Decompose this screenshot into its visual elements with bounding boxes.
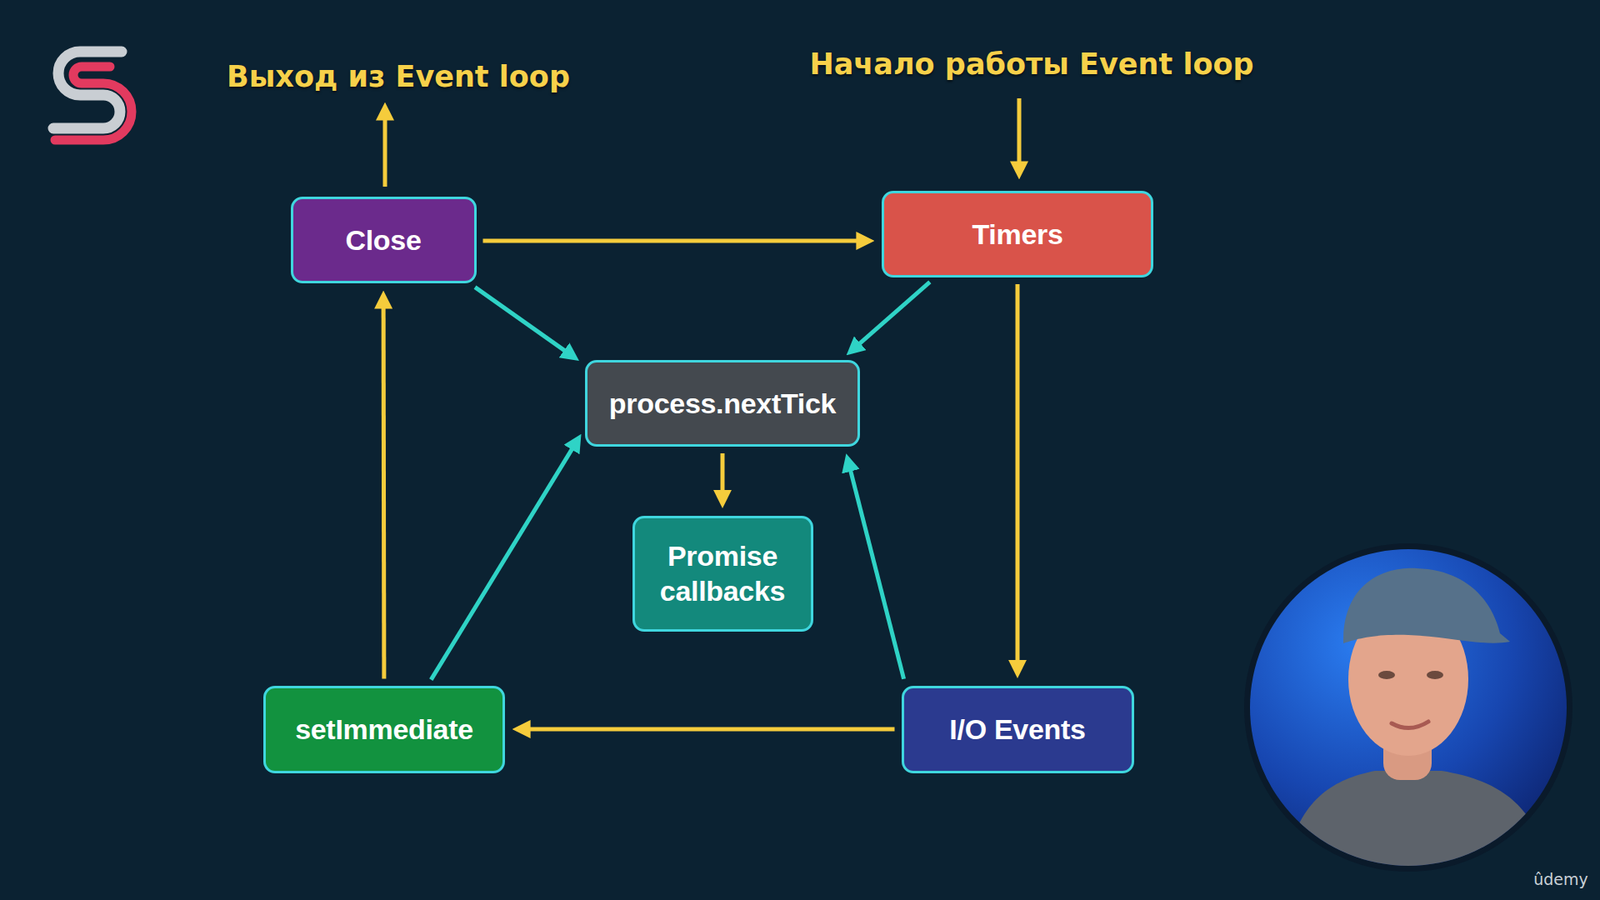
set-immediate-box: setImmediate xyxy=(263,685,505,774)
flow-arrow xyxy=(381,303,387,680)
start-arrow xyxy=(1017,98,1022,167)
portrait-shirt xyxy=(1283,770,1550,884)
presenter-portrait xyxy=(1244,543,1573,884)
flow-arrow xyxy=(475,287,569,355)
node-label: setImmediate xyxy=(295,711,474,748)
timers-phase-box: Timers xyxy=(881,190,1154,278)
node-label: process.nextTick xyxy=(609,385,836,422)
watermark: ûdemy xyxy=(1533,870,1589,889)
flow-arrow xyxy=(1015,284,1020,666)
node-label: Timers xyxy=(971,216,1063,253)
flow-arrow xyxy=(720,453,725,496)
node-label: Close xyxy=(345,222,421,259)
logo-stroke xyxy=(55,66,132,140)
promise-box: Promise callbacks xyxy=(632,515,814,632)
portrait-cap xyxy=(1343,568,1510,644)
portrait-eye xyxy=(1426,670,1444,680)
portrait-eye xyxy=(1378,670,1395,680)
exit-arrow xyxy=(383,115,388,187)
portrait-mouth xyxy=(1391,721,1429,729)
start-heading: Начало работы Event loop xyxy=(809,47,1254,81)
flow-arrow xyxy=(483,239,863,244)
exit-heading: Выход из Event loop xyxy=(226,60,570,94)
brand-logo xyxy=(53,51,132,140)
flow-arrow xyxy=(849,465,904,679)
node-label: Promise callbacks xyxy=(645,538,800,610)
close-phase-box: Close xyxy=(290,196,477,284)
io-phase-box: I/O Events xyxy=(901,685,1135,774)
flow-arrow xyxy=(855,281,930,347)
next-tick-box: process.nextTick xyxy=(585,360,860,447)
flow-arrow xyxy=(525,727,895,732)
flow-arrow xyxy=(430,445,575,680)
node-label: I/O Events xyxy=(949,711,1085,748)
